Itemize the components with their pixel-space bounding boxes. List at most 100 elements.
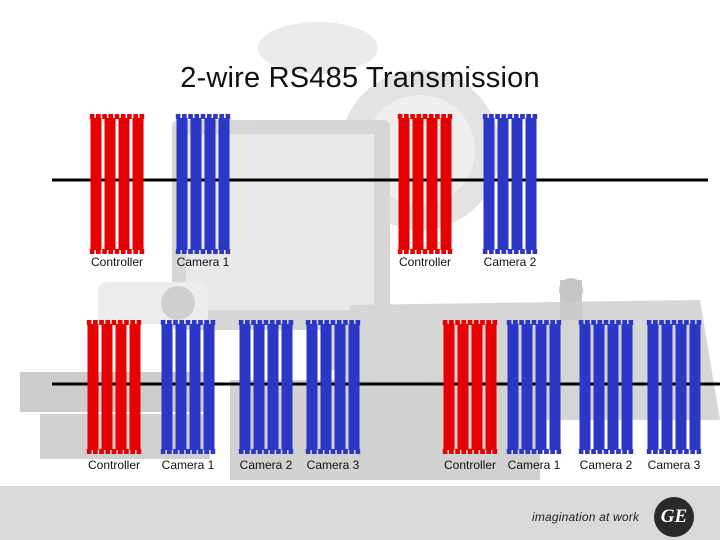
camera-wire-bar bbox=[267, 324, 279, 450]
camera-label: Camera 2 bbox=[579, 458, 633, 472]
camera-edge-tick bbox=[665, 449, 671, 454]
camera-edge-tick bbox=[501, 249, 507, 254]
camera-label: Camera 2 bbox=[239, 458, 293, 472]
camera-edge-tick bbox=[537, 449, 543, 454]
controller-edge-tick bbox=[441, 114, 446, 119]
controller-edge-tick bbox=[127, 114, 132, 119]
camera-edge-tick bbox=[696, 320, 702, 325]
controller-edge-tick bbox=[428, 249, 434, 254]
camera-wire-bar bbox=[497, 118, 509, 250]
camera-label: Camera 3 bbox=[306, 458, 360, 472]
controller-edge-tick bbox=[124, 449, 129, 454]
slide-title: 2-wire RS485 Transmission bbox=[180, 62, 540, 94]
camera-wire-bar bbox=[176, 118, 188, 250]
camera-edge-tick bbox=[349, 449, 354, 454]
controller-edge-tick bbox=[422, 249, 428, 254]
camera-edge-tick bbox=[646, 320, 652, 325]
camera-edge-tick bbox=[343, 320, 348, 325]
controller-edge-tick bbox=[461, 449, 467, 454]
camera-edge-tick bbox=[245, 320, 250, 325]
camera-wire-bar bbox=[675, 324, 687, 450]
footer-bar bbox=[0, 486, 720, 540]
camera-edge-tick bbox=[269, 449, 275, 454]
controller-edge-tick bbox=[467, 320, 473, 325]
camera-edge-tick bbox=[305, 320, 311, 325]
camera-edge-tick bbox=[263, 320, 269, 325]
camera-edge-tick bbox=[550, 449, 555, 454]
controller-edge-tick bbox=[108, 114, 114, 119]
controller-edge-tick bbox=[105, 320, 111, 325]
camera-edge-tick bbox=[603, 320, 609, 325]
camera-edge-tick bbox=[501, 114, 507, 119]
camera-edge-tick bbox=[495, 114, 500, 119]
camera-edge-tick bbox=[305, 449, 311, 454]
controller-edge-tick bbox=[441, 249, 446, 254]
camera-edge-tick bbox=[597, 449, 603, 454]
controller-wire-bar bbox=[457, 324, 469, 450]
controller-wire-bar bbox=[87, 324, 99, 450]
camera-edge-tick bbox=[167, 449, 172, 454]
camera-edge-tick bbox=[324, 320, 330, 325]
controller-edge-tick bbox=[486, 449, 491, 454]
camera-edge-tick bbox=[194, 249, 200, 254]
controller-edge-tick bbox=[442, 320, 448, 325]
camera-edge-tick bbox=[556, 449, 562, 454]
camera-edge-tick bbox=[526, 114, 531, 119]
controller-edge-tick bbox=[435, 249, 440, 254]
controller-wire-bar bbox=[471, 324, 483, 450]
controller-edge-tick bbox=[467, 449, 473, 454]
controller-unit bbox=[86, 320, 142, 454]
camera-label: Camera 1 bbox=[161, 458, 215, 472]
controller-edge-tick bbox=[455, 320, 460, 325]
camera-edge-tick bbox=[179, 320, 185, 325]
camera-edge-tick bbox=[513, 114, 519, 119]
camera-edge-tick bbox=[336, 449, 342, 454]
camera-edge-tick bbox=[312, 449, 317, 454]
camera-edge-tick bbox=[513, 320, 518, 325]
camera-edge-tick bbox=[210, 320, 216, 325]
camera-edge-tick bbox=[507, 114, 513, 119]
camera-edge-tick bbox=[653, 449, 658, 454]
controller-edge-tick bbox=[108, 249, 114, 254]
camera-edge-tick bbox=[173, 320, 178, 325]
camera-edge-tick bbox=[194, 114, 200, 119]
camera-edge-tick bbox=[690, 449, 695, 454]
camera-edge-tick bbox=[288, 320, 294, 325]
controller-edge-tick bbox=[111, 449, 117, 454]
controller-edge-tick bbox=[130, 449, 135, 454]
controller-edge-tick bbox=[139, 249, 145, 254]
camera-edge-tick bbox=[276, 449, 281, 454]
camera-edge-tick bbox=[251, 449, 256, 454]
controller-edge-tick bbox=[86, 320, 92, 325]
camera-edge-tick bbox=[489, 114, 494, 119]
controller-edge-tick bbox=[422, 114, 428, 119]
camera-wire-bar bbox=[525, 118, 537, 250]
controller-edge-tick bbox=[461, 320, 467, 325]
controller-edge-tick bbox=[96, 114, 101, 119]
controller-label: Controller bbox=[90, 255, 144, 269]
camera-edge-tick bbox=[482, 114, 488, 119]
camera-edge-tick bbox=[269, 320, 275, 325]
controller-edge-tick bbox=[492, 320, 498, 325]
camera-edge-tick bbox=[213, 249, 218, 254]
camera-label: Camera 2 bbox=[483, 255, 537, 269]
camera-wire-bar bbox=[521, 324, 533, 450]
camera-edge-tick bbox=[513, 449, 518, 454]
camera-edge-tick bbox=[185, 449, 191, 454]
controller-wire-bar bbox=[104, 118, 116, 250]
controller-edge-tick bbox=[120, 114, 126, 119]
controller-edge-tick bbox=[397, 114, 403, 119]
camera-edge-tick bbox=[175, 249, 181, 254]
camera-edge-tick bbox=[690, 320, 695, 325]
camera-edge-tick bbox=[210, 449, 216, 454]
controller-edge-tick bbox=[416, 249, 422, 254]
camera-edge-tick bbox=[550, 320, 555, 325]
camera-edge-tick bbox=[525, 320, 531, 325]
camera-edge-tick bbox=[556, 320, 562, 325]
camera-unit bbox=[578, 320, 634, 454]
controller-edge-tick bbox=[99, 320, 104, 325]
camera-edge-tick bbox=[182, 114, 187, 119]
camera-edge-tick bbox=[609, 320, 615, 325]
camera-edge-tick bbox=[628, 449, 634, 454]
camera-edge-tick bbox=[513, 249, 519, 254]
